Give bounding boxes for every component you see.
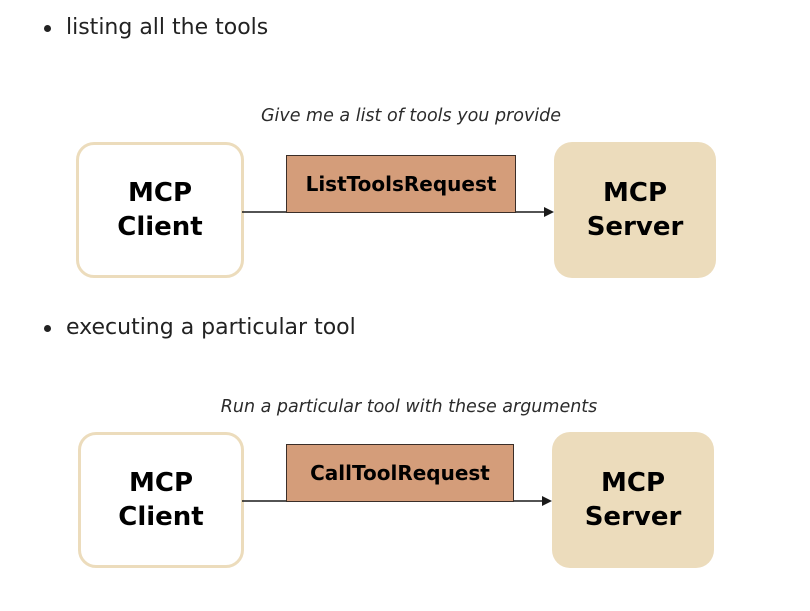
- list-tools-caption: Give me a list of tools you provide: [260, 106, 562, 126]
- call-tool-caption: Run a particular tool with these argumen…: [220, 397, 598, 417]
- client-label-line1: MCP: [128, 468, 193, 498]
- server-label-line2: Server: [586, 212, 684, 242]
- mcp-client-box: MCP Client: [76, 142, 244, 278]
- server-label-line2: Server: [584, 502, 682, 532]
- client-label-line2: Client: [118, 502, 204, 532]
- bullet-dot: [44, 324, 51, 332]
- mcp-server-box: MCP Server: [554, 142, 716, 278]
- client-label-line2: Client: [117, 212, 203, 242]
- bullet-executing-tool: executing a particular tool: [44, 312, 356, 342]
- server-label-line1: MCP: [600, 468, 665, 498]
- call-tool-request-box: CallToolRequest: [286, 444, 514, 502]
- bullet-listing-tools: listing all the tools: [44, 12, 268, 42]
- bullet-dot: [44, 24, 51, 32]
- list-tools-request-box: ListToolsRequest: [286, 155, 516, 213]
- mcp-client-box: MCP Client: [78, 432, 244, 568]
- bullet-text: listing all the tools: [66, 14, 269, 40]
- client-label-line1: MCP: [127, 178, 192, 208]
- bullet-text: executing a particular tool: [66, 314, 356, 340]
- arrow-head: [542, 496, 552, 506]
- arrow-head: [544, 207, 554, 217]
- mcp-server-box: MCP Server: [552, 432, 714, 568]
- server-label-line1: MCP: [602, 178, 667, 208]
